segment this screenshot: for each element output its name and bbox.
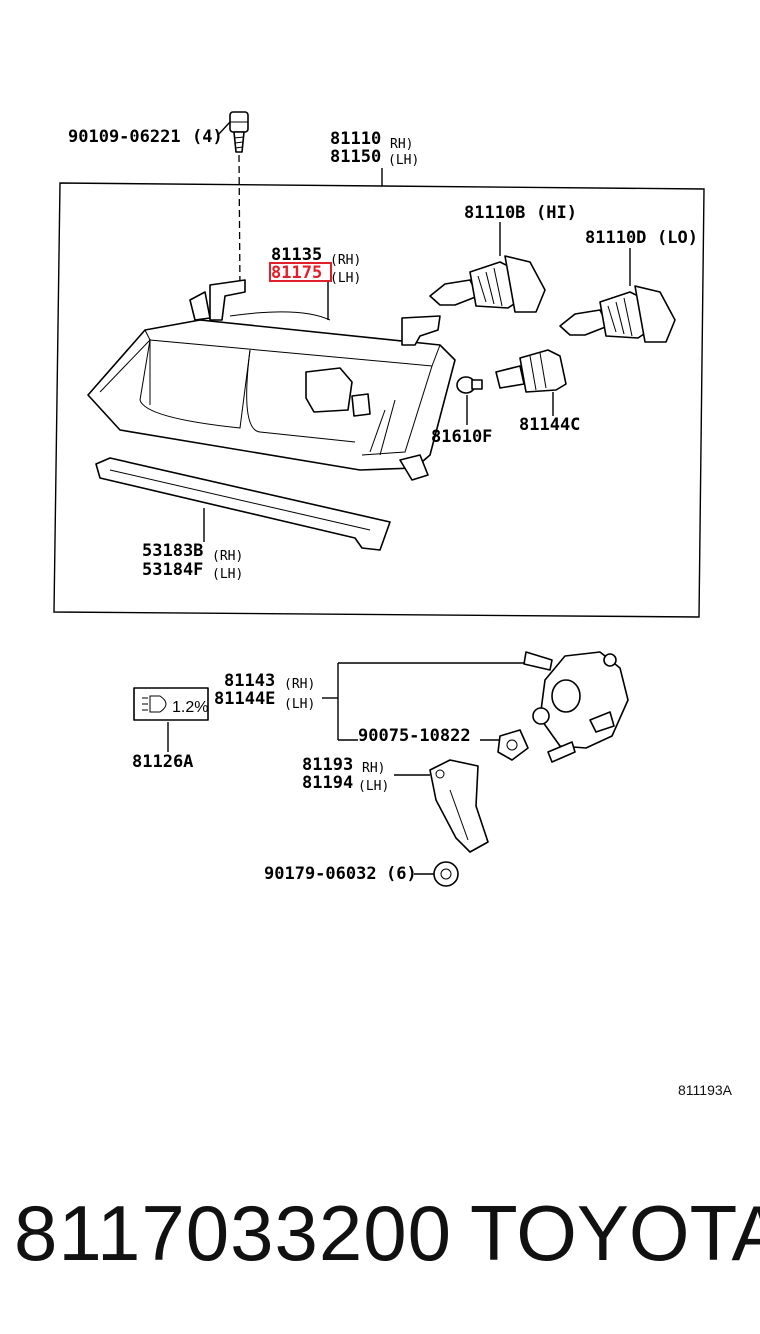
label-screw-qty: (6) [386,864,417,884]
label-bracket-lh: 81194 [302,773,353,793]
footer-brand: TOYOTA [470,1189,760,1277]
label-leveler-rh: 81143 [224,671,275,691]
label-unit-lh-sfx: (LH) [388,153,419,168]
label-plate-icon [133,687,209,721]
label-bulb-hi-sfx: (HI) [536,203,577,223]
socket-icon [495,349,567,393]
label-bulb-hi: 81110B [464,203,525,223]
label-lens-rh-sfx: (RH) [330,253,361,268]
label-leveler-lh: 81144E [214,689,275,709]
label-bolt-top: 90109-06221 [68,127,181,147]
headlamp-housing-icon [87,279,456,481]
bulb-lo-icon [559,285,676,343]
nut-icon [497,729,529,761]
label-label-plate: 81126A [132,752,193,772]
label-bracket-lh-sfx: (LH) [358,779,389,794]
label-small-bulb: 81610F [431,427,492,447]
screw-icon [433,861,459,887]
label-trim-rh-sfx: (RH) [212,549,243,564]
label-unit-rh-sfx: RH) [390,137,413,152]
label-lens-rh: 81135 [271,245,322,265]
bulb-hi-icon [429,255,546,313]
highlight-box [269,262,332,282]
bracket-icon [429,759,489,853]
footer-part-number: 8117033200 [14,1189,453,1277]
leveler-assembly-icon [523,651,629,763]
label-screw: 90179-06032 [264,864,377,884]
trim-strip-icon [95,457,391,551]
label-leveler-rh-sfx: (RH) [284,677,315,692]
label-socket: 81144C [519,415,580,435]
label-trim-rh: 53183B [142,541,203,561]
label-bracket-rh: 81193 [302,755,353,775]
label-unit-lh: 81150 [330,147,381,167]
label-bolt-top-qty: (4) [192,127,223,147]
label-bracket-rh-sfx: RH) [362,761,385,776]
assembly-frame [53,182,705,618]
label-plate-text: 1.2% [172,699,208,716]
diagram-ref-code: 811193A [678,1082,732,1098]
label-leveler-lh-sfx: (LH) [284,697,315,712]
label-bulb-lo-sfx: (LO) [657,228,698,248]
label-lens-lh: 81175 [271,263,322,283]
label-unit-rh: 81110 [330,129,381,149]
bolt-top-icon [229,111,249,153]
label-lens-lh-sfx: (LH) [330,271,361,286]
label-trim-lh: 53184F [142,560,203,580]
label-nut: 90075-10822 [358,726,471,746]
bolt-dash-line [238,154,241,291]
label-bulb-lo: 81110D [585,228,646,248]
small-bulb-icon [456,376,483,394]
label-trim-lh-sfx: (LH) [212,567,243,582]
